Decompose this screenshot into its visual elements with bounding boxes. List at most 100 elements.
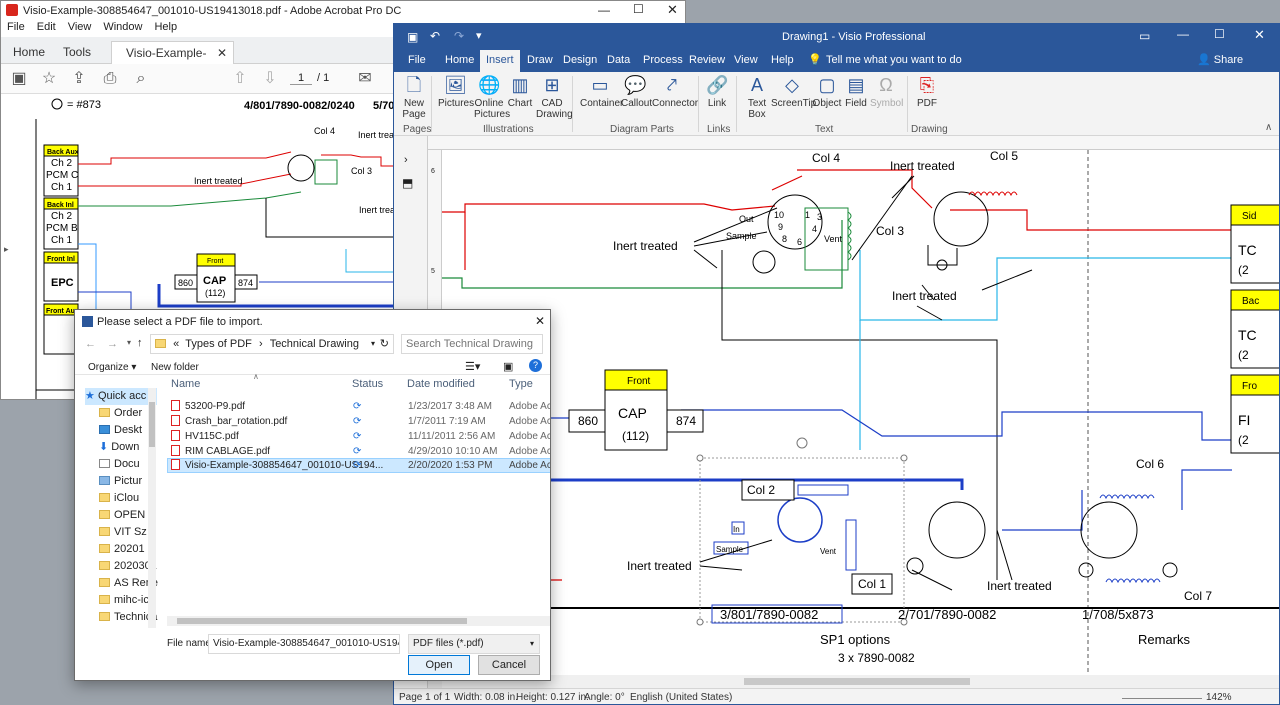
refresh-icon[interactable]: ↻	[379, 338, 389, 350]
zoom-search-icon[interactable]: ⌕	[136, 70, 146, 87]
preview-pane-icon[interactable]: ▣	[503, 361, 514, 373]
cancel-button[interactable]: Cancel	[478, 655, 540, 675]
address-dropdown-icon[interactable]: ▾	[370, 339, 375, 348]
save-icon[interactable]: ▣	[407, 30, 419, 44]
organize-button[interactable]: Organize ▾	[88, 362, 137, 373]
recent-dropdown-icon[interactable]: ▾	[127, 338, 132, 347]
nav-item[interactable]: ⬇Down	[99, 441, 140, 453]
link-button[interactable]: 🔗Link	[706, 75, 729, 109]
ribbon-display-icon[interactable]: ▭	[1139, 29, 1151, 43]
tab-process[interactable]: Process	[643, 54, 683, 66]
menu-file[interactable]: File	[7, 21, 25, 33]
online-pictures-button[interactable]: 🌐Online Pictures	[474, 75, 511, 120]
menu-view[interactable]: View	[67, 21, 92, 33]
dialog-close-icon[interactable]: ✕	[535, 314, 546, 328]
menu-window[interactable]: Window	[103, 21, 143, 33]
rotate-handle-icon[interactable]	[796, 437, 808, 449]
tab-help[interactable]: Help	[771, 54, 794, 66]
nav-item[interactable]: Deskt	[99, 422, 161, 439]
view-options-icon[interactable]: ☰▾	[465, 361, 481, 373]
collapse-ribbon-icon[interactable]: ∧	[1265, 122, 1273, 133]
nav-item[interactable]: Docu	[99, 456, 161, 473]
nav-item[interactable]: Pictur	[99, 473, 161, 490]
nav-item[interactable]: Order	[99, 405, 161, 422]
nav-item[interactable]: 20201	[99, 541, 161, 558]
page-number-input[interactable]: 1	[290, 72, 312, 85]
page-up-icon[interactable]: ⇧	[233, 70, 247, 87]
open-button[interactable]: Open	[408, 655, 470, 675]
pictures-button[interactable]: 🖼Pictures	[438, 75, 475, 109]
nav-item[interactable]: VIT Sz	[99, 524, 161, 541]
column-date[interactable]: Date modified	[407, 378, 475, 390]
nav-item[interactable]: iClou	[99, 490, 161, 507]
share-button[interactable]: 👤 Share	[1197, 50, 1243, 72]
print-icon[interactable]: ⎙	[103, 70, 117, 87]
tell-me-search[interactable]: Tell me what you want to do	[826, 54, 962, 66]
bookmark-star-icon[interactable]: ☆	[41, 70, 57, 87]
nav-scrollbar[interactable]	[148, 388, 156, 628]
field-button[interactable]: ▤Field	[845, 75, 867, 109]
undo-icon[interactable]: ↶	[430, 29, 441, 43]
nav-item[interactable]: mihc-ico	[99, 592, 161, 609]
shapes-icon[interactable]: ⬒	[402, 176, 414, 190]
tab-home[interactable]: Home	[445, 54, 475, 66]
horizontal-scroll-thumb[interactable]	[744, 678, 970, 685]
nav-item[interactable]: OPEN	[99, 507, 161, 524]
new-folder-button[interactable]: New folder	[151, 362, 199, 373]
tab-file[interactable]: File	[408, 54, 426, 66]
column-name[interactable]: Name	[171, 378, 201, 390]
search-input[interactable]	[401, 334, 543, 354]
new-page-button[interactable]: 🗋New Page	[402, 75, 426, 120]
customize-toolbar-icon[interactable]: ▾	[476, 30, 482, 42]
pdf-button[interactable]: ⎘PDF	[917, 75, 937, 109]
file-list-hscrollbar[interactable]	[167, 616, 550, 626]
expand-shapes-icon[interactable]: ›	[404, 154, 408, 166]
cad-drawing-button[interactable]: ⊞CAD Drawing	[536, 75, 573, 120]
comment-icon[interactable]: ✉	[358, 70, 372, 87]
zoom-level[interactable]: 142%	[1206, 692, 1232, 703]
tab-view[interactable]: View	[734, 54, 758, 66]
upload-icon[interactable]: ⇪	[72, 70, 86, 87]
column-type[interactable]: Type	[509, 378, 533, 390]
tab-data[interactable]: Data	[607, 54, 631, 66]
save-icon[interactable]: ▣	[11, 70, 27, 87]
tab-insert[interactable]: Insert	[480, 50, 520, 72]
acrobat-left-panel-toggle-icon[interactable]: ▸	[4, 244, 9, 254]
nav-item[interactable]: 2020301	[99, 558, 161, 575]
breadcrumb-types-of-pdf[interactable]: Types of PDF	[185, 338, 252, 350]
selection-box[interactable]	[699, 457, 905, 623]
address-bar[interactable]: « Types of PDF › Technical Drawing ▾ ↻	[150, 334, 394, 354]
back-arrow-icon[interactable]: ←	[85, 338, 96, 350]
tab-design[interactable]: Design	[563, 54, 598, 66]
minimize-icon[interactable]: —	[598, 3, 610, 17]
tab-close-icon[interactable]: ✕	[216, 46, 227, 60]
zoom-slider[interactable]	[1122, 698, 1202, 699]
callout-button[interactable]: 💬Callout	[621, 75, 653, 109]
close-icon[interactable]: ✕	[667, 2, 678, 17]
file-row-selected[interactable]: Visio-Example-308854647_001010-US194... …	[167, 458, 550, 473]
chart-button[interactable]: ▥Chart	[507, 75, 533, 109]
screentip-button[interactable]: ◇ScreenTip	[771, 75, 817, 109]
file-type-select[interactable]: PDF files (*.pdf)▾	[408, 634, 540, 654]
close-icon[interactable]: ✕	[1254, 27, 1265, 42]
breadcrumb-technical-drawing[interactable]: Technical Drawing	[269, 338, 359, 350]
tab-review[interactable]: Review	[689, 54, 726, 66]
forward-arrow-icon[interactable]: →	[107, 338, 118, 350]
nav-item[interactable]: Technica	[99, 609, 161, 626]
minimize-icon[interactable]: —	[1177, 27, 1189, 41]
horizontal-scrollbar[interactable]	[442, 675, 1279, 688]
page-down-icon[interactable]: ⇩	[263, 70, 277, 87]
tab-home[interactable]: Home	[13, 45, 46, 59]
file-row[interactable]: HV115C.pdf ⟳ 11/11/2011 2:56 AM Adobe Ac…	[167, 429, 550, 444]
file-name-input[interactable]: Visio-Example-308854647_001010-US1941301…	[208, 634, 400, 654]
file-row[interactable]: Crash_bar_rotation.pdf ⟳ 1/7/2011 7:19 A…	[167, 414, 550, 429]
tab-draw[interactable]: Draw	[527, 54, 553, 66]
container-button[interactable]: ▭Container	[580, 75, 624, 109]
tab-tools[interactable]: Tools	[63, 45, 92, 59]
redo-icon[interactable]: ↷	[454, 29, 465, 43]
menu-help[interactable]: Help	[154, 21, 178, 33]
nav-item[interactable]: AS Rene	[99, 575, 161, 592]
help-icon[interactable]: ?	[529, 359, 542, 372]
